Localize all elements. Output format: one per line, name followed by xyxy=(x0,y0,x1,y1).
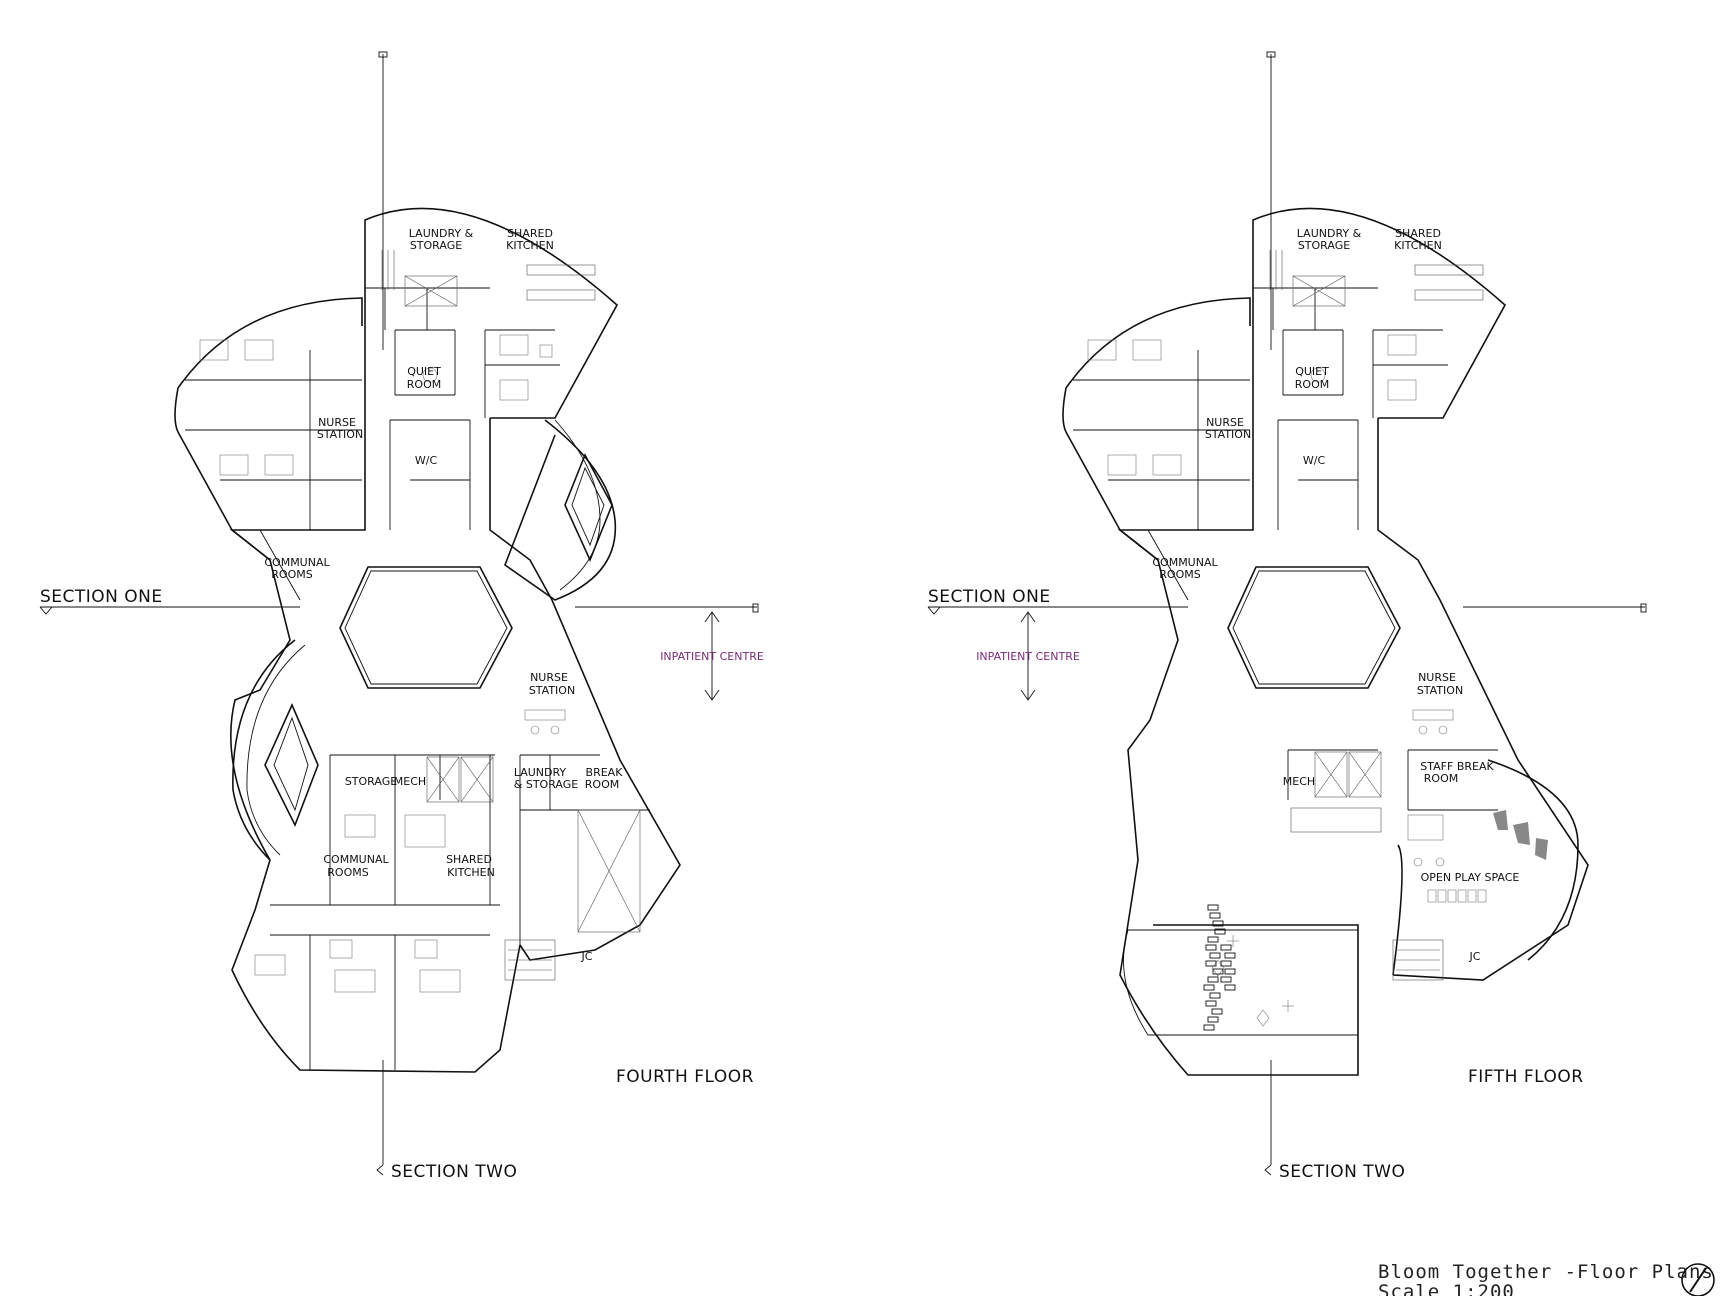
room-label-shared-kitchen-top-1: SHARED xyxy=(507,227,553,240)
play-shapes xyxy=(1493,810,1548,860)
room-label-communal-rooms-bottom-1: COMMUNAL xyxy=(323,853,389,866)
room-label-mech-5: MECH xyxy=(1283,775,1315,788)
section-two-label-fourth: SECTION TWO xyxy=(391,1162,517,1182)
wall-lobe-top-right xyxy=(364,207,619,419)
central-hexagon-inner xyxy=(344,570,508,685)
wall-lobe-left-diamond-inner xyxy=(246,644,306,856)
room-label-shared-kitchen-top-2-5: KITCHEN xyxy=(1394,239,1442,252)
room-label-shared-kitchen-bottom-1: SHARED xyxy=(446,853,492,866)
room-label-laundry-storage-top-2: STORAGE xyxy=(410,239,462,252)
sheet-title: Bloom Together -Floor Plans xyxy=(1378,1261,1714,1283)
section-two-marker-bottom-5 xyxy=(1264,1164,1272,1176)
furniture-fifth xyxy=(1087,334,1487,1027)
section-one-marker-right xyxy=(752,603,759,613)
room-label-nurse-station-left-1-5: NURSE xyxy=(1206,416,1244,429)
room-label-communal-rooms-bottom-2: ROOMS xyxy=(327,866,368,879)
wall-spine-5 xyxy=(1117,242,1589,1076)
room-label-nurse-station-right-1-5: NURSE xyxy=(1418,671,1456,684)
inpatient-arrow-fifth xyxy=(1020,611,1036,701)
labels-fifth: LAUNDRY & STORAGE SHARED KITCHEN QUIET R… xyxy=(928,227,1584,1182)
section-two-marker-top-5 xyxy=(1266,51,1276,58)
room-label-quiet-room-1: QUIET xyxy=(407,365,441,378)
room-label-open-play-space: OPEN PLAY SPACE xyxy=(1421,871,1520,884)
atrium-diamond-right-inner xyxy=(571,466,605,547)
room-label-wc-5: W/C xyxy=(1303,454,1326,467)
room-label-quiet-room-2-5: ROOM xyxy=(1295,378,1329,391)
room-label-nurse-station-left-1: NURSE xyxy=(318,416,356,429)
stairs-lifts-fifth xyxy=(1269,250,1484,981)
room-label-nurse-station-right-2-5: STATION xyxy=(1417,684,1463,697)
room-label-laundry-storage-top-2-5: STORAGE xyxy=(1298,239,1350,252)
room-partitions-fifth xyxy=(1073,287,1498,811)
atrium-diamond-left xyxy=(264,703,319,827)
room-label-nurse-station-right-2: STATION xyxy=(529,684,575,697)
floor-title-fourth: FOURTH FLOOR xyxy=(616,1067,754,1087)
inpatient-centre-label-fourth: INPATIENT CENTRE xyxy=(660,650,764,663)
room-label-nurse-station-left-2-5: STATION xyxy=(1205,428,1251,441)
furniture-fourth xyxy=(199,334,566,993)
section-two-marker-bottom xyxy=(376,1164,384,1176)
fourth-floor-plan xyxy=(39,51,759,1176)
stepping-blocks xyxy=(1203,904,1236,1031)
inpatient-centre-label-fifth: INPATIENT CENTRE xyxy=(976,650,1080,663)
room-label-staff-break-room-2: ROOM xyxy=(1424,772,1458,785)
section-two-label-fifth: SECTION TWO xyxy=(1279,1162,1405,1182)
room-label-shared-kitchen-bottom-2: KITCHEN xyxy=(447,866,495,879)
room-label-communal-rooms-left-1: COMMUNAL xyxy=(264,556,330,569)
inpatient-arrow-fourth xyxy=(704,611,720,701)
floor-title-fifth: FIFTH FLOOR xyxy=(1468,1067,1584,1087)
room-label-communal-rooms-left-1-5: COMMUNAL xyxy=(1152,556,1218,569)
room-label-storage: STORAGE xyxy=(345,775,397,788)
labels-fourth: LAUNDRY & STORAGE SHARED KITCHEN QUIET R… xyxy=(40,227,764,1182)
central-hexagon-inner-5 xyxy=(1232,570,1396,685)
wall-lobe-right-diamond xyxy=(504,419,617,601)
atrium-diamond-left-inner xyxy=(273,716,309,812)
room-label-break-room-1: BREAK xyxy=(586,766,624,779)
sheet-scale: Scale 1:200 xyxy=(1378,1281,1515,1296)
room-label-staff-break-room-1: STAFF BREAK xyxy=(1420,760,1494,773)
atrium-diamond-right xyxy=(564,453,613,563)
room-label-quiet-room-1-5: QUIET xyxy=(1295,365,1329,378)
wall-lobe-top-right-5 xyxy=(1252,207,1507,419)
room-label-quiet-room-2: ROOM xyxy=(407,378,441,391)
room-label-communal-rooms-left-2-5: ROOMS xyxy=(1159,568,1200,581)
room-label-shared-kitchen-top-2: KITCHEN xyxy=(506,239,554,252)
section-one-label-fourth: SECTION ONE xyxy=(40,587,163,607)
section-two-marker-top xyxy=(378,51,388,58)
section-one-marker-right-5 xyxy=(1640,603,1647,613)
room-label-laundry-storage-bottom-2: & STORAGE xyxy=(514,778,578,791)
room-label-jc-5: JC xyxy=(1469,950,1481,963)
room-label-shared-kitchen-top-1-5: SHARED xyxy=(1395,227,1441,240)
open-play-curve xyxy=(1392,759,1579,976)
wall-lobe-right-diamond-inner xyxy=(554,419,601,591)
garden-courtyard xyxy=(1123,929,1359,1036)
fifth-floor-plan xyxy=(927,51,1647,1176)
room-label-communal-rooms-left-2: ROOMS xyxy=(271,568,312,581)
stairs-lifts-fourth xyxy=(381,250,641,981)
section-one-marker-left-5 xyxy=(927,606,941,615)
section-one-marker-left xyxy=(39,606,53,615)
wall-lobe-top-left-5 xyxy=(1062,297,1251,561)
north-arrow-icon xyxy=(1681,1263,1715,1296)
wall-lobe-left-diamond xyxy=(232,639,296,861)
title-block: Bloom Together -Floor Plans Scale 1:200 xyxy=(1378,1261,1715,1296)
room-label-break-room-2: ROOM xyxy=(585,778,619,791)
central-hexagon-5 xyxy=(1227,566,1401,689)
room-label-wc: W/C xyxy=(415,454,438,467)
room-label-nurse-station-right-1: NURSE xyxy=(530,671,568,684)
section-one-label-fifth: SECTION ONE xyxy=(928,587,1051,607)
central-hexagon xyxy=(339,566,513,689)
wall-lobe-top-left xyxy=(174,297,363,561)
room-label-mech: MECH xyxy=(394,775,426,788)
room-label-laundry-storage-top-1-5: LAUNDRY & xyxy=(1297,227,1362,240)
room-label-jc: JC xyxy=(581,950,593,963)
room-partitions-fourth xyxy=(185,287,650,1070)
room-label-laundry-storage-bottom-1: LAUNDRY xyxy=(514,766,567,779)
room-label-nurse-station-left-2: STATION xyxy=(317,428,363,441)
room-label-laundry-storage-top-1: LAUNDRY & xyxy=(409,227,474,240)
